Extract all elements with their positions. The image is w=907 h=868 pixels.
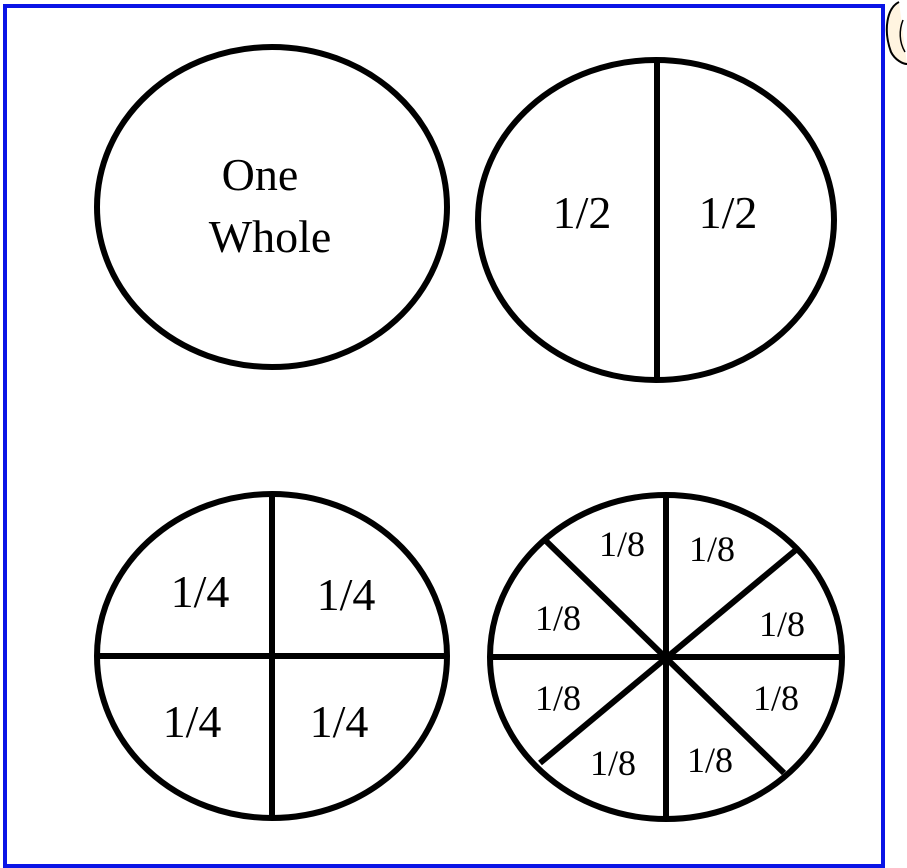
half-label-left: 1/2 [553, 187, 612, 238]
eighth-label-3: 1/8 [535, 598, 581, 638]
eighth-label-8: 1/8 [687, 740, 733, 780]
quarter-label-top-right: 1/4 [317, 569, 376, 620]
whole-circle-group: One Whole [94, 44, 450, 370]
half-label-right: 1/2 [699, 187, 758, 238]
eighth-label-7: 1/8 [590, 743, 636, 783]
quarter-label-bottom-right: 1/4 [310, 696, 369, 747]
quarters-circle-group: 1/4 1/4 1/4 1/4 [94, 491, 450, 821]
eighth-label-4: 1/8 [759, 604, 805, 644]
quarter-label-bottom-left: 1/4 [163, 696, 222, 747]
eighths-divider-diagonal-b [538, 546, 799, 766]
eighth-label-1: 1/8 [599, 524, 645, 564]
halves-circle-group: 1/2 1/2 [475, 57, 837, 383]
whole-label-line2: Whole [209, 211, 332, 262]
eighths-circle-group: 1/8 1/8 1/8 1/8 1/8 1/8 1/8 1/8 [487, 492, 845, 822]
eighth-label-5: 1/8 [535, 678, 581, 718]
whole-label-line1: One [222, 149, 299, 200]
eighth-label-2: 1/8 [689, 529, 735, 569]
blue-border-frame [3, 4, 885, 868]
quarter-label-top-left: 1/4 [171, 566, 230, 617]
eighth-label-6: 1/8 [753, 678, 799, 718]
corner-cartoon-fragment [885, 1, 907, 65]
whole-circle [94, 44, 450, 370]
